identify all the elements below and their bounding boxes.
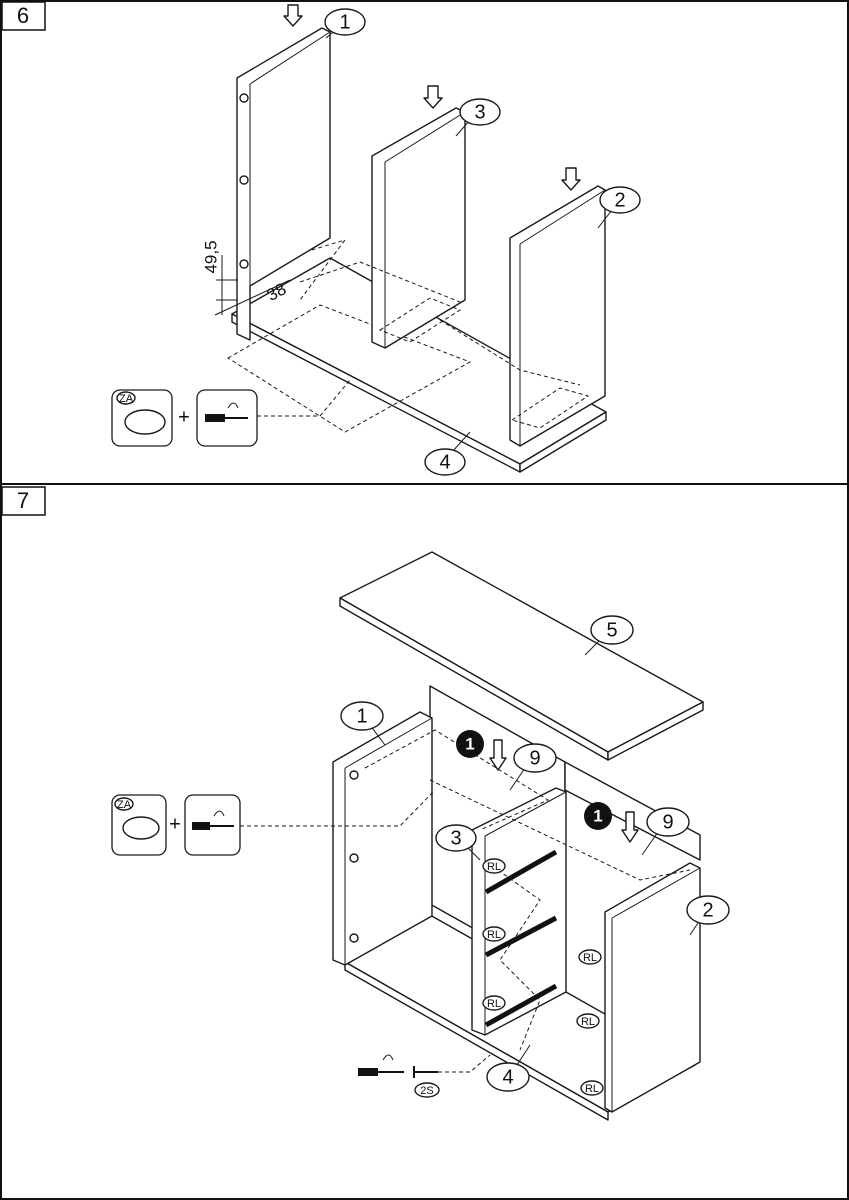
callout-9: 9 [509,743,557,791]
svg-text:RL: RL [487,929,501,941]
callout-1: 1 [324,8,366,39]
screwdriver-icon [196,389,258,447]
svg-text:1: 1 [339,11,350,33]
svg-text:2: 2 [702,899,713,921]
screwdriver-screw-icon: 2S [358,1054,440,1098]
dowel-code: ZA [117,799,132,811]
drawer-rails [484,849,558,1028]
step-6: 6 [1,1,641,476]
partition-panel-3 [471,787,567,1036]
callout-1: 1 [340,701,386,746]
step-number: 7 [17,488,29,513]
dowel-fitting-box: ZA [111,389,173,447]
screw-code: 2S [420,1085,433,1097]
callout-4: 4 [486,1044,531,1092]
side-panel-2 [509,167,606,447]
callout-2: 2 [686,895,730,936]
callout-3: 3 [435,824,481,861]
svg-text:1: 1 [356,705,367,727]
callout-2: 2 [597,186,641,229]
svg-text:3: 3 [450,827,461,849]
rail-code-labels: RL RL RL RL RL RL [482,858,604,1096]
dowel-code: ZA [119,393,134,405]
svg-text:RL: RL [585,1083,599,1095]
plus-sign: + [178,406,190,428]
plus-sign: + [169,813,181,835]
svg-text:RL: RL [487,998,501,1010]
side-panel-1 [236,4,331,341]
step-number: 6 [17,3,29,28]
svg-text:9: 9 [529,747,540,769]
side-panel-2 [604,862,701,1113]
svg-text:4: 4 [502,1066,513,1088]
svg-text:RL: RL [581,1016,595,1028]
partition-panel-3 [371,85,466,349]
svg-text:3: 3 [474,101,485,123]
step-number-box [1,486,46,516]
svg-text:4: 4 [439,451,450,473]
svg-text:9: 9 [662,811,673,833]
callout-4: 4 [424,431,471,476]
svg-text:RL: RL [487,861,501,873]
screwdriver-icon [184,794,241,856]
step-number-box [1,1,46,31]
dimension-vertical: 49,5 [201,240,220,273]
svg-text:2: 2 [614,189,625,211]
svg-text:RL: RL [583,952,597,964]
svg-text:5: 5 [606,619,617,641]
callout-5: 5 [584,615,634,656]
dowel-fitting-box: ZA [111,794,167,856]
quantity-badge: 1 [456,730,507,771]
svg-text:1: 1 [465,734,474,753]
quantity-badge: 1 [584,802,639,843]
top-panel-5 [339,551,704,761]
step-7: 7 [1,486,730,1121]
callout-3: 3 [455,98,501,137]
callout-9: 9 [641,807,690,856]
svg-text:1: 1 [593,806,602,825]
